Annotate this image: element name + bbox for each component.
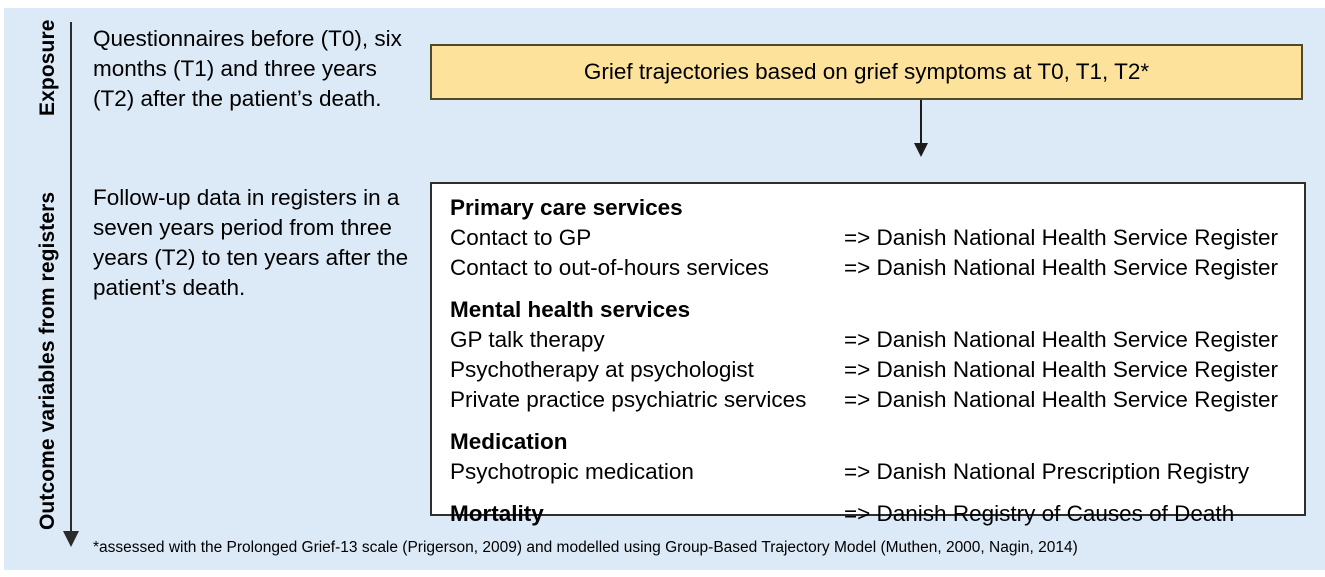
outcome-row-register: => Danish National Health Service Regist…	[844, 357, 1278, 382]
outcome-row-label: Contact to GP	[450, 225, 592, 250]
outcome-row: GP talk therapy => Danish National Health…	[450, 325, 1298, 355]
outcome-row-label: Psychotropic medication	[450, 459, 694, 484]
outcome-row: Psychotropic medication => Danish Nationa…	[450, 457, 1298, 487]
connector-down-arrow-icon	[914, 143, 928, 157]
outcome-row-register: => Danish National Health Service Regist…	[844, 327, 1278, 352]
outcome-row-register: => Danish Registry of Causes of Death	[844, 501, 1235, 526]
exposure-description: Questionnaires before (T0), six months (…	[93, 26, 402, 111]
outcome-row-register: => Danish National Prescription Registry	[844, 459, 1250, 484]
outcome-row-register: => Danish National Health Service Regist…	[844, 387, 1278, 412]
outcome-row-label: Contact to out-of-hours services	[450, 255, 769, 280]
outcome-group-heading: Primary care services	[450, 195, 683, 220]
section-label-exposure: Exposure	[36, 19, 59, 117]
outcome-group-heading: Mental health services	[450, 297, 691, 322]
outcome-row: Contact to out-of-hours services => Danis…	[450, 253, 1298, 283]
outcome-row-label: GP talk therapy	[450, 327, 605, 352]
outcome-row-label: Mortality	[450, 501, 544, 526]
outcome-group-heading: Medication	[450, 429, 568, 454]
outcome-row-label: Private practice psychiatric services	[450, 387, 807, 412]
outcome-row: Private practice psychiatric services => …	[450, 385, 1298, 415]
outcome-row-register: => Danish National Health Service Regist…	[844, 225, 1278, 250]
exposure-box: Grief trajectories based on grief sympto…	[430, 44, 1303, 100]
outcome-description: Follow-up data in registers in a seven y…	[93, 185, 409, 300]
outcome-row-register: => Danish National Health Service Regist…	[844, 255, 1278, 280]
connector-line	[920, 100, 922, 146]
outcome-row: Psychotherapy at psychologist => Danish N…	[450, 355, 1298, 385]
timeline-axis-line	[70, 22, 72, 545]
exposure-box-label: Grief trajectories based on grief sympto…	[583, 59, 1150, 84]
footnote: *assessed with the Prolonged Grief-13 sc…	[93, 539, 1078, 556]
outcome-row: Mortality => Danish Registry of Causes of…	[450, 499, 1298, 529]
outcome-row-label: Psychotherapy at psychologist	[450, 357, 754, 382]
timeline-down-arrow-icon	[63, 531, 79, 547]
section-label-outcome-variables: Outcome variables from registers	[36, 191, 59, 530]
outcome-row: Contact to GP => Danish National Health S…	[450, 223, 1298, 253]
